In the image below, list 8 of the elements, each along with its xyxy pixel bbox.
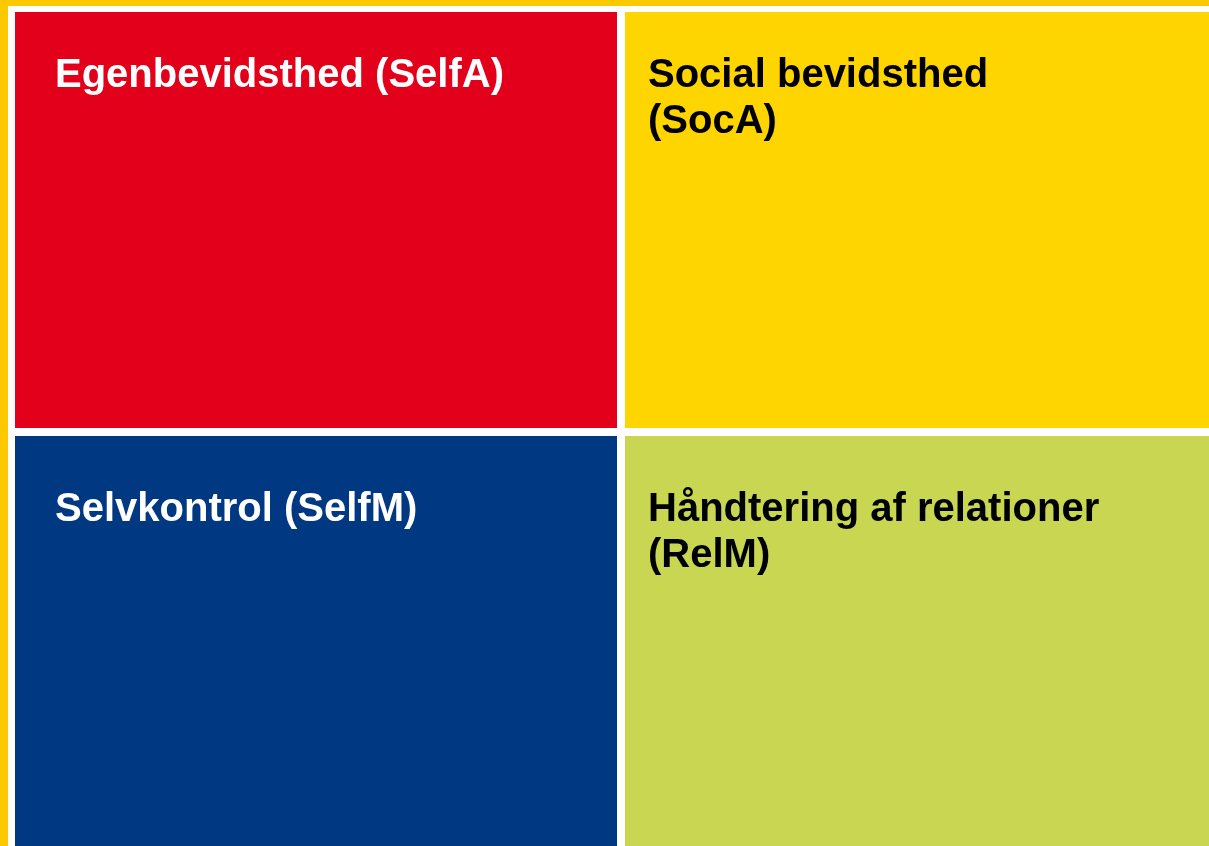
quadrant-box: [15, 12, 617, 428]
quadrant-box: [625, 12, 1209, 428]
quadrant-title: Social bevidsthed (SocA): [648, 50, 990, 142]
quadrant-box: [625, 436, 1209, 846]
quadrant-title: Håndtering af relationer (RelM): [648, 484, 1101, 576]
quadrant-title: Selvkontrol (SelfM): [55, 484, 419, 530]
quadrant-title: Egenbevidsthed (SelfA): [55, 50, 505, 96]
quadrant-box: [15, 436, 617, 846]
